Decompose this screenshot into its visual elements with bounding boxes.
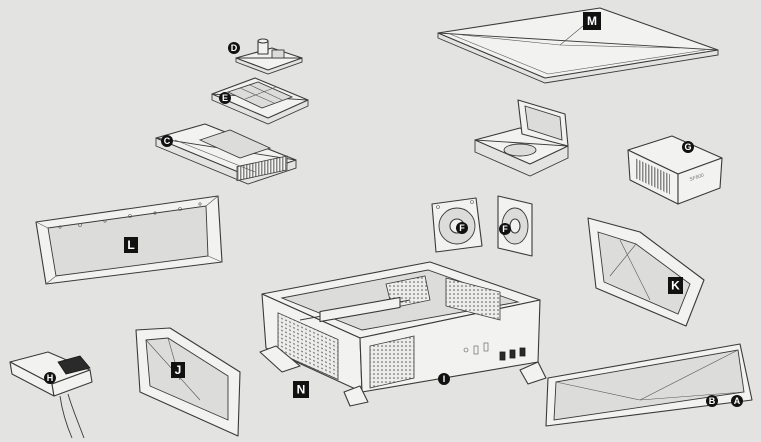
callout-f2: F xyxy=(499,223,511,235)
psu-label: SF600 xyxy=(689,173,705,183)
svg-text:M: M xyxy=(587,14,597,28)
side-panel-k xyxy=(587,217,705,327)
svg-text:E: E xyxy=(222,93,228,103)
io-module-h xyxy=(9,351,93,439)
svg-text:G: G xyxy=(684,142,691,152)
svg-text:C: C xyxy=(164,136,171,146)
power-supply-g: SF600 xyxy=(627,135,723,205)
svg-text:I: I xyxy=(443,374,446,384)
svg-text:J: J xyxy=(175,363,182,377)
callout-k: K xyxy=(668,277,683,294)
front-accent-panel xyxy=(545,343,753,427)
callout-g: G xyxy=(682,141,694,153)
callout-l: L xyxy=(124,237,138,253)
callout-h: H xyxy=(44,372,56,384)
top-panel xyxy=(437,7,719,84)
callout-a: A xyxy=(731,395,743,407)
callout-f1: F xyxy=(456,222,468,234)
svg-text:F: F xyxy=(502,224,508,234)
callout-n: N xyxy=(293,381,309,398)
front-frame-j xyxy=(135,327,241,437)
svg-text:A: A xyxy=(734,396,741,406)
radiator-bracket xyxy=(474,99,569,177)
callout-j: J xyxy=(171,362,185,378)
backplane-c xyxy=(155,123,297,185)
svg-text:H: H xyxy=(47,373,54,383)
svg-text:D: D xyxy=(231,43,238,53)
svg-text:B: B xyxy=(709,396,716,406)
drive-tray-e xyxy=(211,77,309,125)
callout-i: I xyxy=(438,373,450,385)
svg-text:N: N xyxy=(297,383,306,397)
callout-b: B xyxy=(706,395,718,407)
callout-e: E xyxy=(219,92,231,104)
chassis-n xyxy=(259,261,547,407)
svg-text:F: F xyxy=(459,223,465,233)
svg-text:K: K xyxy=(671,279,680,293)
callout-m: M xyxy=(583,12,601,30)
fan-f2 xyxy=(497,195,533,257)
svg-text:L: L xyxy=(127,238,134,252)
callout-c: C xyxy=(161,135,173,147)
callout-d: D xyxy=(228,42,240,54)
bracket-d xyxy=(235,38,303,75)
